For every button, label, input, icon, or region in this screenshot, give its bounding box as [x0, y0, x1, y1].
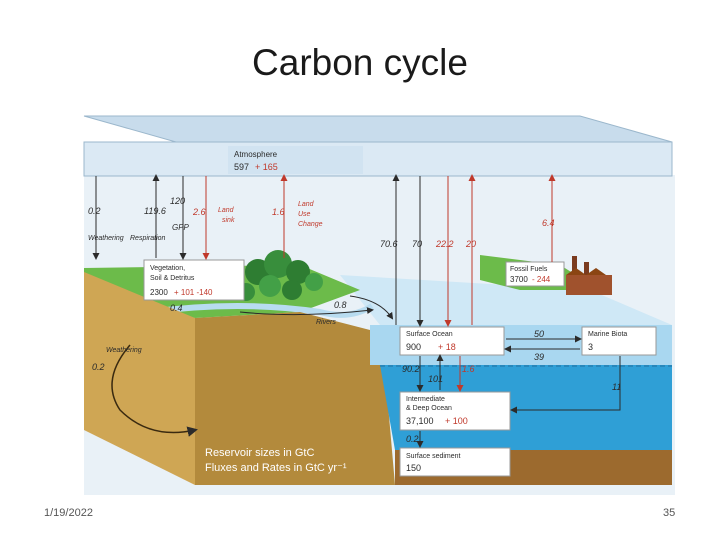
river-channel [149, 303, 374, 318]
fossil-change: - 244 [532, 275, 551, 284]
flux-biota-to-deep: 11 [612, 382, 621, 392]
factory-icon [566, 256, 612, 295]
surface-ocean-box [399, 326, 505, 356]
label-land-use-2: Use [298, 211, 311, 218]
vegetation-label-2: Soil & Detritus [150, 275, 195, 282]
atmosphere-slab-front [83, 141, 673, 177]
flux-gpp: 120 [170, 196, 185, 206]
atmosphere-slab-top [83, 115, 673, 143]
marine-biota-box [581, 326, 657, 356]
surface-ocean-base: 900 [406, 342, 421, 352]
vegetation-change: + 101 -140 [174, 288, 213, 297]
flux-anthro-mix: 1.6 [462, 364, 475, 374]
atmosphere-label: Atmosphere [234, 150, 278, 159]
flux-ocean-up: 70.6 [380, 239, 398, 249]
flux-fossil-emission: 6.4 [542, 218, 555, 228]
flux-weathering-top: 0.2 [88, 206, 101, 216]
flux-up-mix: 101 [428, 374, 443, 384]
flux-to-sediment: 0.2 [406, 434, 419, 444]
slide-title: Carbon cycle [252, 42, 468, 83]
flux-ocean-down: 70 [412, 239, 422, 249]
footer-date: 1/19/2022 [44, 507, 93, 519]
atmosphere-change: + 165 [255, 162, 278, 172]
label-respiration: Respiration [130, 235, 166, 242]
fossil-base: 3700 [510, 275, 528, 284]
vegetation-label-1: Vegetation, [150, 265, 185, 272]
label-land-sink-2: sink [222, 217, 235, 224]
deep-ocean-base: 37,100 [406, 416, 434, 426]
fossil-label: Fossil Fuels [510, 266, 548, 273]
label-rivers: Rivers [316, 319, 336, 326]
marine-biota-base: 3 [588, 342, 593, 352]
sediment-label: Surface sediment [406, 453, 461, 460]
flux-biota-out: 50 [534, 329, 544, 339]
atmosphere-box [228, 146, 363, 174]
label-weathering-top: Weathering [88, 235, 124, 242]
label-land-use-1: Land [298, 201, 315, 208]
atmosphere-base: 597 [234, 162, 249, 172]
surface-ocean-change: + 18 [438, 342, 456, 352]
flux-land-use: 1.6 [272, 207, 285, 217]
ocean-surface-top [340, 275, 672, 325]
vegetation-box [143, 259, 245, 301]
sediment-box [399, 447, 511, 477]
flux-rivers-to-ocean: 0.8 [334, 300, 347, 310]
label-gpp: GPP [172, 223, 190, 232]
flux-ocean-down-anthro: 22.2 [435, 239, 454, 249]
legend-line-2: Fluxes and Rates in GtC yr⁻¹ [205, 462, 347, 474]
flux-rivers: 0.4 [170, 303, 183, 313]
label-land-sink-1: Land [218, 207, 235, 214]
deep-ocean-label-2: & Deep Ocean [406, 405, 452, 412]
flux-down-mix: 90.2 [402, 364, 420, 374]
weathering-loop [111, 344, 198, 437]
label-weathering-low: Weathering [106, 347, 142, 354]
page-number: 35 [663, 507, 676, 519]
vegetation-base: 2300 [150, 288, 168, 297]
label-land-use-3: Change [298, 221, 323, 228]
land-cross-section [195, 312, 395, 485]
flux-respiration: 119.6 [144, 206, 166, 216]
fossil-box [505, 261, 565, 287]
deep-ocean-change: + 100 [445, 416, 468, 426]
flux-weathering-low: 0.2 [92, 362, 105, 372]
flux-biota-in: 39 [534, 352, 544, 362]
surface-ocean-label: Surface Ocean [406, 331, 453, 338]
sediment-base: 150 [406, 463, 421, 473]
flux-land-sink: 2.6 [192, 207, 206, 217]
flux-ocean-up-anthro: 20 [465, 239, 476, 249]
marine-biota-label: Marine Biota [588, 331, 627, 338]
flux-arrows [92, 174, 621, 448]
legend-line-1: Reservoir sizes in GtC [205, 447, 314, 459]
deep-ocean-label-1: Intermediate [406, 396, 445, 403]
